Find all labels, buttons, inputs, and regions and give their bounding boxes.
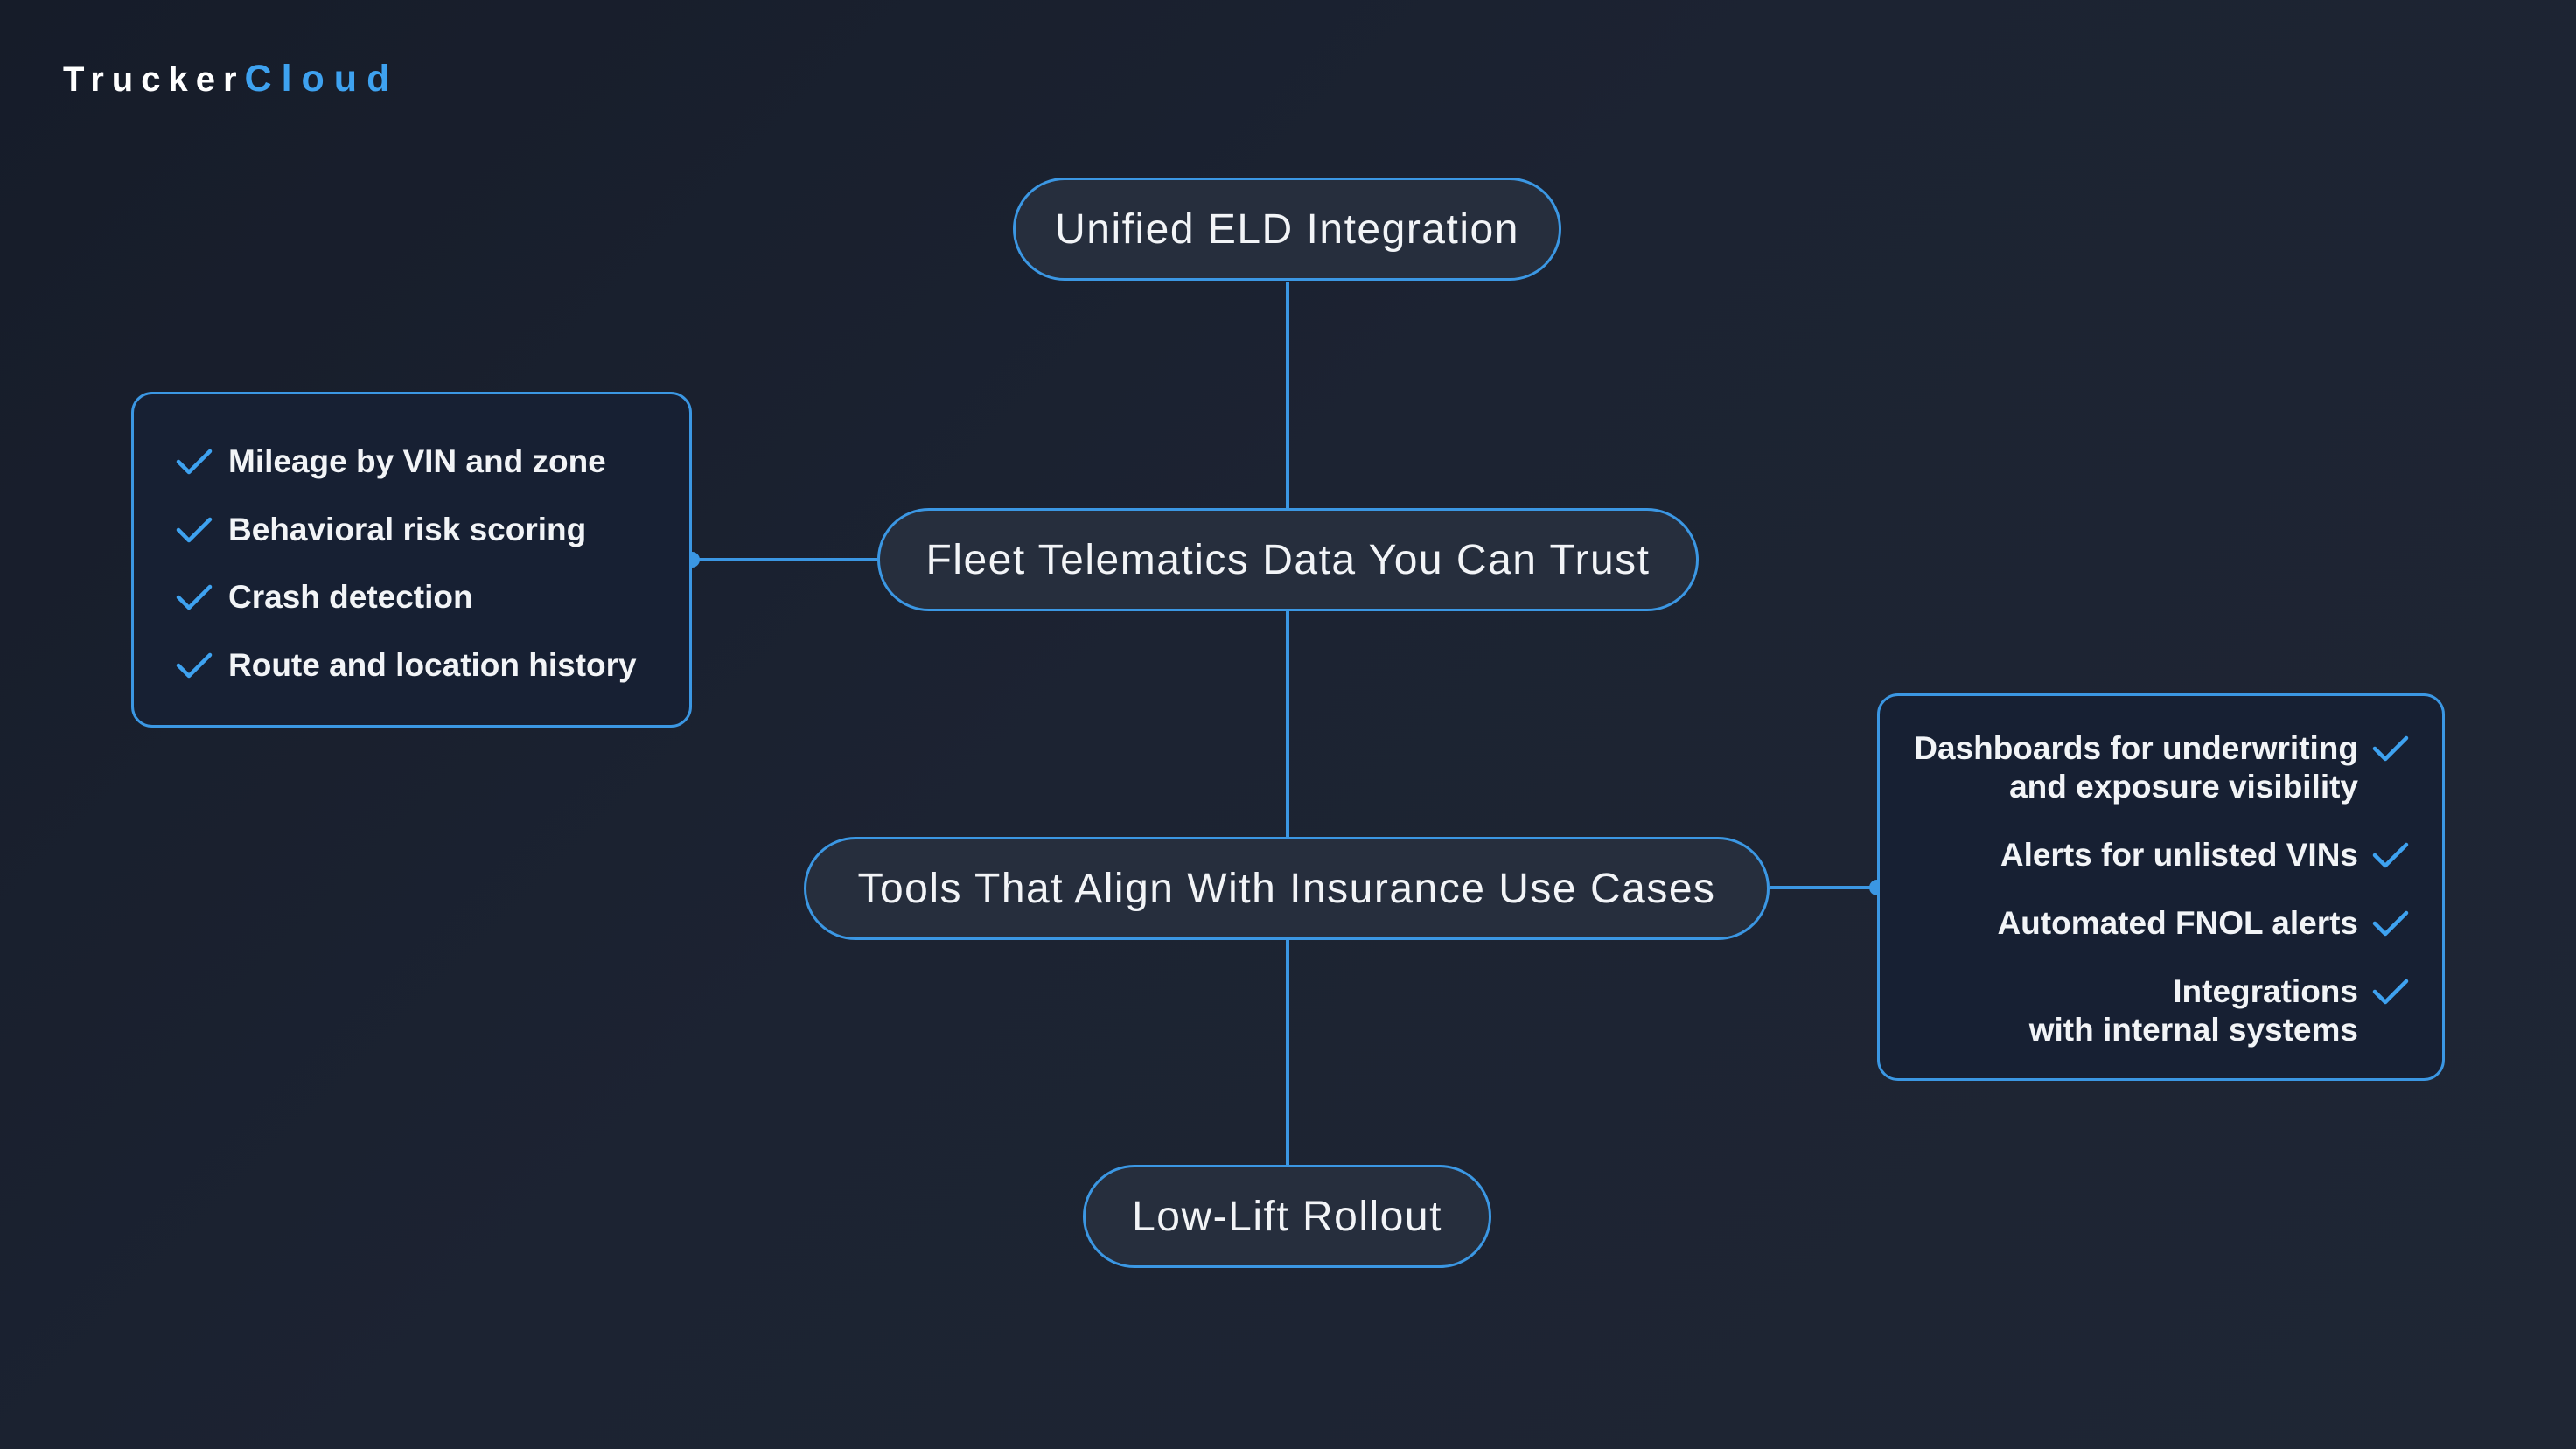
list-item: Automated FNOL alerts xyxy=(1997,904,2409,943)
list-item-label: Mileage by VIN and zone xyxy=(228,443,606,479)
list-item-label: Route and location history xyxy=(228,647,637,683)
node-fleet-telematics: Fleet Telematics Data You Can Trust xyxy=(877,508,1699,611)
truckercloud-logo: TruckerCloud xyxy=(63,54,399,104)
node-tools-align: Tools That Align With Insurance Use Case… xyxy=(804,837,1770,940)
list-item-label-line2: and exposure visibility xyxy=(2009,769,2358,805)
list-item: Route and location history xyxy=(176,646,637,685)
check-icon xyxy=(2372,735,2409,762)
list-item: Dashboards for underwriting and exposure… xyxy=(1914,729,2409,806)
list-item-label: Alerts for unlisted VINs xyxy=(2000,837,2358,873)
node-low-lift-rollout: Low-Lift Rollout xyxy=(1083,1165,1491,1268)
list-item-label: Behavioral risk scoring xyxy=(228,512,587,547)
node-unified-eld-integration: Unified ELD Integration xyxy=(1013,178,1561,281)
node-low-lift-label: Low-Lift Rollout xyxy=(1132,1193,1442,1240)
list-item-label: Dashboards for underwriting xyxy=(1914,730,2358,766)
check-icon xyxy=(176,449,213,475)
check-icon xyxy=(2372,842,2409,868)
list-item-label-line2: with internal systems xyxy=(2028,1012,2358,1048)
list-item: Crash detection xyxy=(176,578,473,617)
list-item: Behavioral risk scoring xyxy=(176,511,586,549)
node-tools-align-label: Tools That Align With Insurance Use Case… xyxy=(857,865,1716,912)
left-feature-panel: Mileage by VIN and zone Behavioral risk … xyxy=(131,392,692,728)
node-unified-eld-label: Unified ELD Integration xyxy=(1055,206,1519,253)
list-item: Mileage by VIN and zone xyxy=(176,442,606,481)
check-icon xyxy=(2372,979,2409,1005)
check-icon xyxy=(176,584,213,610)
check-icon xyxy=(176,652,213,679)
logo-cloud: Cloud xyxy=(244,58,400,100)
right-feature-panel: Dashboards for underwriting and exposure… xyxy=(1877,693,2445,1081)
list-item-label: Crash detection xyxy=(228,579,473,615)
list-item-label: Integrations xyxy=(2173,973,2358,1009)
list-item: Integrations with internal systems xyxy=(2029,972,2409,1049)
list-item-label: Automated FNOL alerts xyxy=(1997,905,2358,941)
list-item: Alerts for unlisted VINs xyxy=(2000,836,2409,874)
logo-trucker: Trucker xyxy=(63,60,245,99)
node-fleet-telematics-label: Fleet Telematics Data You Can Trust xyxy=(925,536,1651,583)
check-icon xyxy=(2372,910,2409,937)
check-icon xyxy=(176,517,213,543)
